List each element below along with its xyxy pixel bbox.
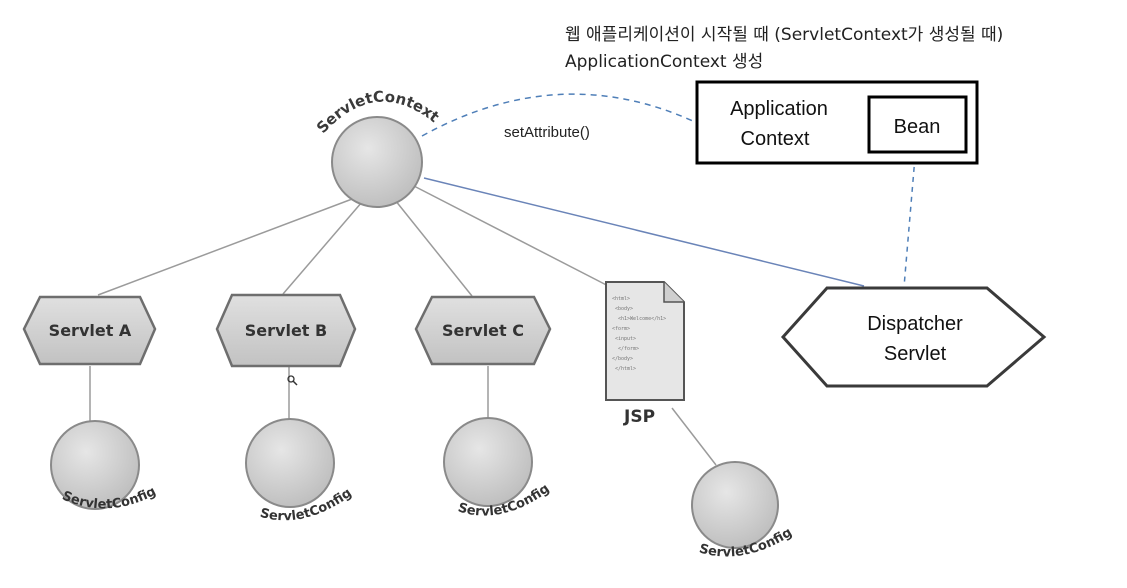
servlet-config-a-node bbox=[50, 420, 140, 510]
servlet-a-label: Servlet A bbox=[49, 321, 132, 340]
jsp-code-line: <form> bbox=[612, 326, 630, 332]
jsp-code-line: </body> bbox=[612, 356, 633, 362]
application-context-label-line1: Application bbox=[730, 98, 828, 120]
servlet-b-label: Servlet B bbox=[245, 321, 327, 340]
jsp-code-line: <h1>Welcome</h1> bbox=[618, 316, 666, 322]
connector-config-jsp bbox=[671, 407, 717, 466]
dispatcher-servlet-label-line1: Dispatcher bbox=[867, 313, 963, 335]
connector-servlet-b bbox=[282, 194, 369, 295]
servlet-config-jsp-node bbox=[691, 461, 779, 549]
connector-jsp bbox=[411, 184, 621, 293]
jsp-code-line: <html> bbox=[612, 296, 630, 302]
jsp-document-node: <html> <body> <h1>Welcome</h1> <form> <input… bbox=[605, 281, 685, 401]
bean-box bbox=[867, 95, 968, 154]
servlet-a-node bbox=[22, 295, 157, 366]
connector-servlet-a bbox=[97, 189, 377, 296]
jsp-code-line: </form> bbox=[618, 346, 639, 352]
dashed-link-bean-dispatcher bbox=[903, 156, 916, 288]
connector-dispatcher-servlet bbox=[423, 177, 865, 287]
servlet-b-node bbox=[215, 293, 357, 368]
jsp-code-line: <input> bbox=[615, 336, 636, 342]
dispatcher-servlet-node bbox=[780, 286, 1047, 388]
dashed-link-set-attribute bbox=[421, 93, 696, 137]
dispatcher-servlet-label-line2: Servlet bbox=[884, 343, 947, 365]
servlet-context-node bbox=[331, 116, 423, 208]
servlet-c-label: Servlet C bbox=[442, 321, 524, 340]
jsp-code-line: <body> bbox=[615, 306, 633, 312]
set-attribute-label: setAttribute() bbox=[504, 124, 590, 141]
jsp-label: JSP bbox=[623, 407, 655, 427]
magnifier-icon bbox=[287, 375, 298, 386]
caption-line-1: 웹 애플리케이션이 시작될 때 (ServletContext가 생성될 때) bbox=[565, 25, 1004, 45]
jsp-code-line: </html> bbox=[615, 366, 636, 372]
application-context-label-line2: Context bbox=[741, 128, 810, 150]
bean-label: Bean bbox=[894, 116, 941, 138]
servlet-config-c-node bbox=[443, 417, 533, 507]
servlet-c-node bbox=[414, 295, 552, 366]
caption-line-2: ApplicationContext 생성 bbox=[565, 52, 764, 72]
connector-servlet-c bbox=[394, 199, 473, 297]
servlet-config-b-node bbox=[245, 418, 335, 508]
